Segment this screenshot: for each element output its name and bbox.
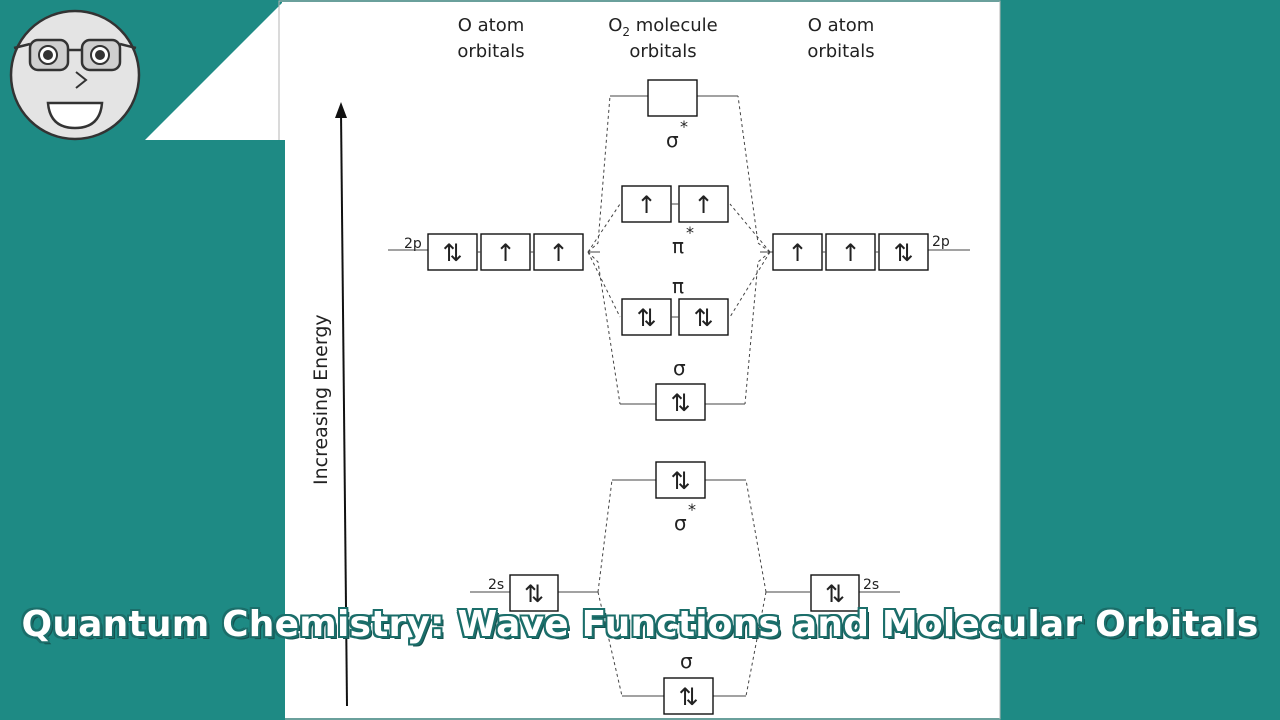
- electron-pair-arrows: ⇅: [678, 683, 698, 711]
- sigma-2p-label: σ: [673, 356, 686, 380]
- left-2s-label: 2s: [488, 577, 504, 593]
- electron-pair-arrows: ⇅: [670, 467, 690, 495]
- electron-pair-arrows: ⇅: [670, 389, 690, 417]
- orbital-box-left-2s: [509, 574, 559, 612]
- right-header-line2: orbitals: [807, 41, 874, 62]
- orbital-boxes: ⇅ ↑ ↑ ↑ ↑ ⇅ ↑ ↑ ⇅ ⇅ ⇅ ⇅ ⇅ ⇅ ⇅: [427, 79, 929, 715]
- level-labels: 2p 2p 2s 2s: [404, 234, 950, 593]
- orbital-box-sigma-2s: [663, 677, 714, 715]
- orbital-box-pi-star: [621, 185, 672, 223]
- sigma-star-2p-label: σ: [666, 128, 679, 152]
- orbital-box-pi-star: [678, 185, 729, 223]
- orbital-box-sigma-2p: [655, 383, 706, 421]
- axis-label: Increasing Energy: [310, 314, 332, 485]
- pi-label: π: [672, 274, 684, 298]
- left-header-line1: O atom: [458, 15, 525, 36]
- video-title-banner: Quantum Chemistry: Wave Functions and Mo…: [21, 604, 1259, 645]
- electron-up-arrow: ↑: [636, 191, 656, 219]
- electron-pair-arrows: ⇅: [636, 304, 656, 332]
- electron-up-arrow: ↑: [693, 191, 713, 219]
- orbital-box-left-2p: [480, 233, 531, 271]
- electron-pair-arrows: ⇅: [893, 239, 913, 267]
- center-header-line2: orbitals: [629, 41, 696, 62]
- left-header-line2: orbitals: [457, 41, 524, 62]
- orbital-box-sigma-star-2s: [655, 461, 706, 499]
- electron-up-arrow: ↑: [787, 239, 807, 267]
- right-2s-label: 2s: [863, 577, 879, 593]
- electron-pair-arrows: ⇅: [442, 239, 462, 267]
- correlation-lines: [587, 95, 771, 697]
- right-header-line1: O atom: [808, 15, 875, 36]
- center-header-line1: O2 molecule: [608, 15, 718, 39]
- orbital-box-right-2p: [825, 233, 876, 271]
- sigma-star-2s-label: σ: [674, 511, 687, 535]
- right-2p-label: 2p: [932, 234, 950, 250]
- sigma-star-2p-star: *: [680, 117, 688, 136]
- column-headers: O atom orbitals O2 molecule orbitals O a…: [457, 15, 874, 62]
- electron-pair-arrows: ⇅: [524, 580, 544, 608]
- avatar: [9, 9, 141, 141]
- energy-axis: Increasing Energy: [310, 102, 348, 707]
- mo-labels: σ * π * π σ σ * σ: [666, 117, 696, 673]
- sigma-star-2s-star: *: [688, 500, 696, 519]
- electron-pair-arrows: ⇅: [693, 304, 713, 332]
- electron-up-arrow: ↑: [495, 239, 515, 267]
- pi-star-star: *: [686, 223, 694, 242]
- orbital-box-left-2p: [427, 233, 478, 271]
- orbital-box-sigma-star-2p: [647, 79, 698, 117]
- left-2p-label: 2p: [404, 236, 422, 252]
- orbital-box-pi: [621, 298, 672, 336]
- level-lines: [388, 95, 970, 697]
- electron-pair-arrows: ⇅: [825, 580, 845, 608]
- orbital-box-right-2s: [810, 574, 860, 612]
- orbital-box-right-2p: [878, 233, 929, 271]
- electron-up-arrow: ↑: [548, 239, 568, 267]
- electron-up-arrow: ↑: [840, 239, 860, 267]
- pi-star-label: π: [672, 234, 684, 258]
- sigma-2s-label: σ: [680, 649, 693, 673]
